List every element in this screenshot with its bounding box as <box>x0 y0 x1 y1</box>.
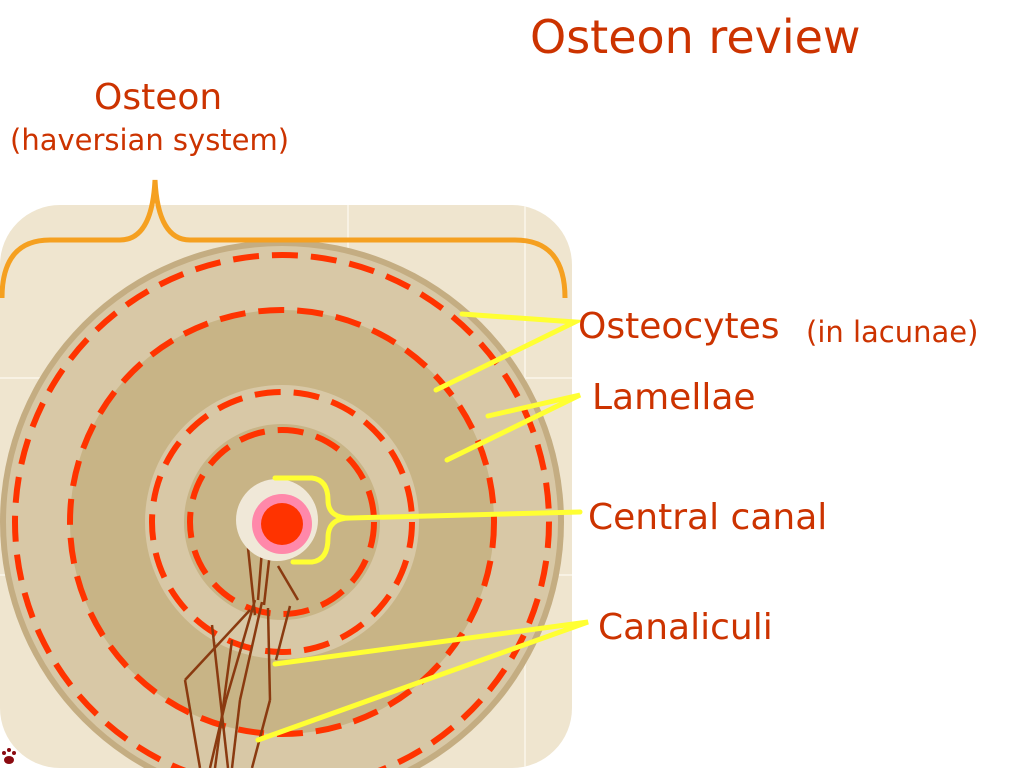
label-osteocytes: Osteocytes <box>578 306 780 347</box>
label-lamellae: Lamellae <box>592 377 756 418</box>
pointer-lines <box>255 311 589 743</box>
label-central-canal: Central canal <box>588 497 828 538</box>
pointer-lamellae <box>444 392 582 463</box>
central-canal <box>236 479 318 561</box>
osteon-subheading: (haversian system) <box>10 123 290 157</box>
pointer-canal-bracket <box>272 475 583 565</box>
osteon-heading: Osteon <box>94 77 223 118</box>
osteon-bracket <box>0 179 568 299</box>
pointer-canaliculi <box>255 619 589 743</box>
paw-print-icon <box>2 748 16 764</box>
pointer-osteocytes <box>433 311 585 393</box>
canaliculi-lines <box>183 547 300 768</box>
slide-title: Osteon review <box>530 10 861 64</box>
label-canaliculi: Canaliculi <box>598 607 773 648</box>
label-lacunae-note: (in lacunae) <box>806 315 979 349</box>
